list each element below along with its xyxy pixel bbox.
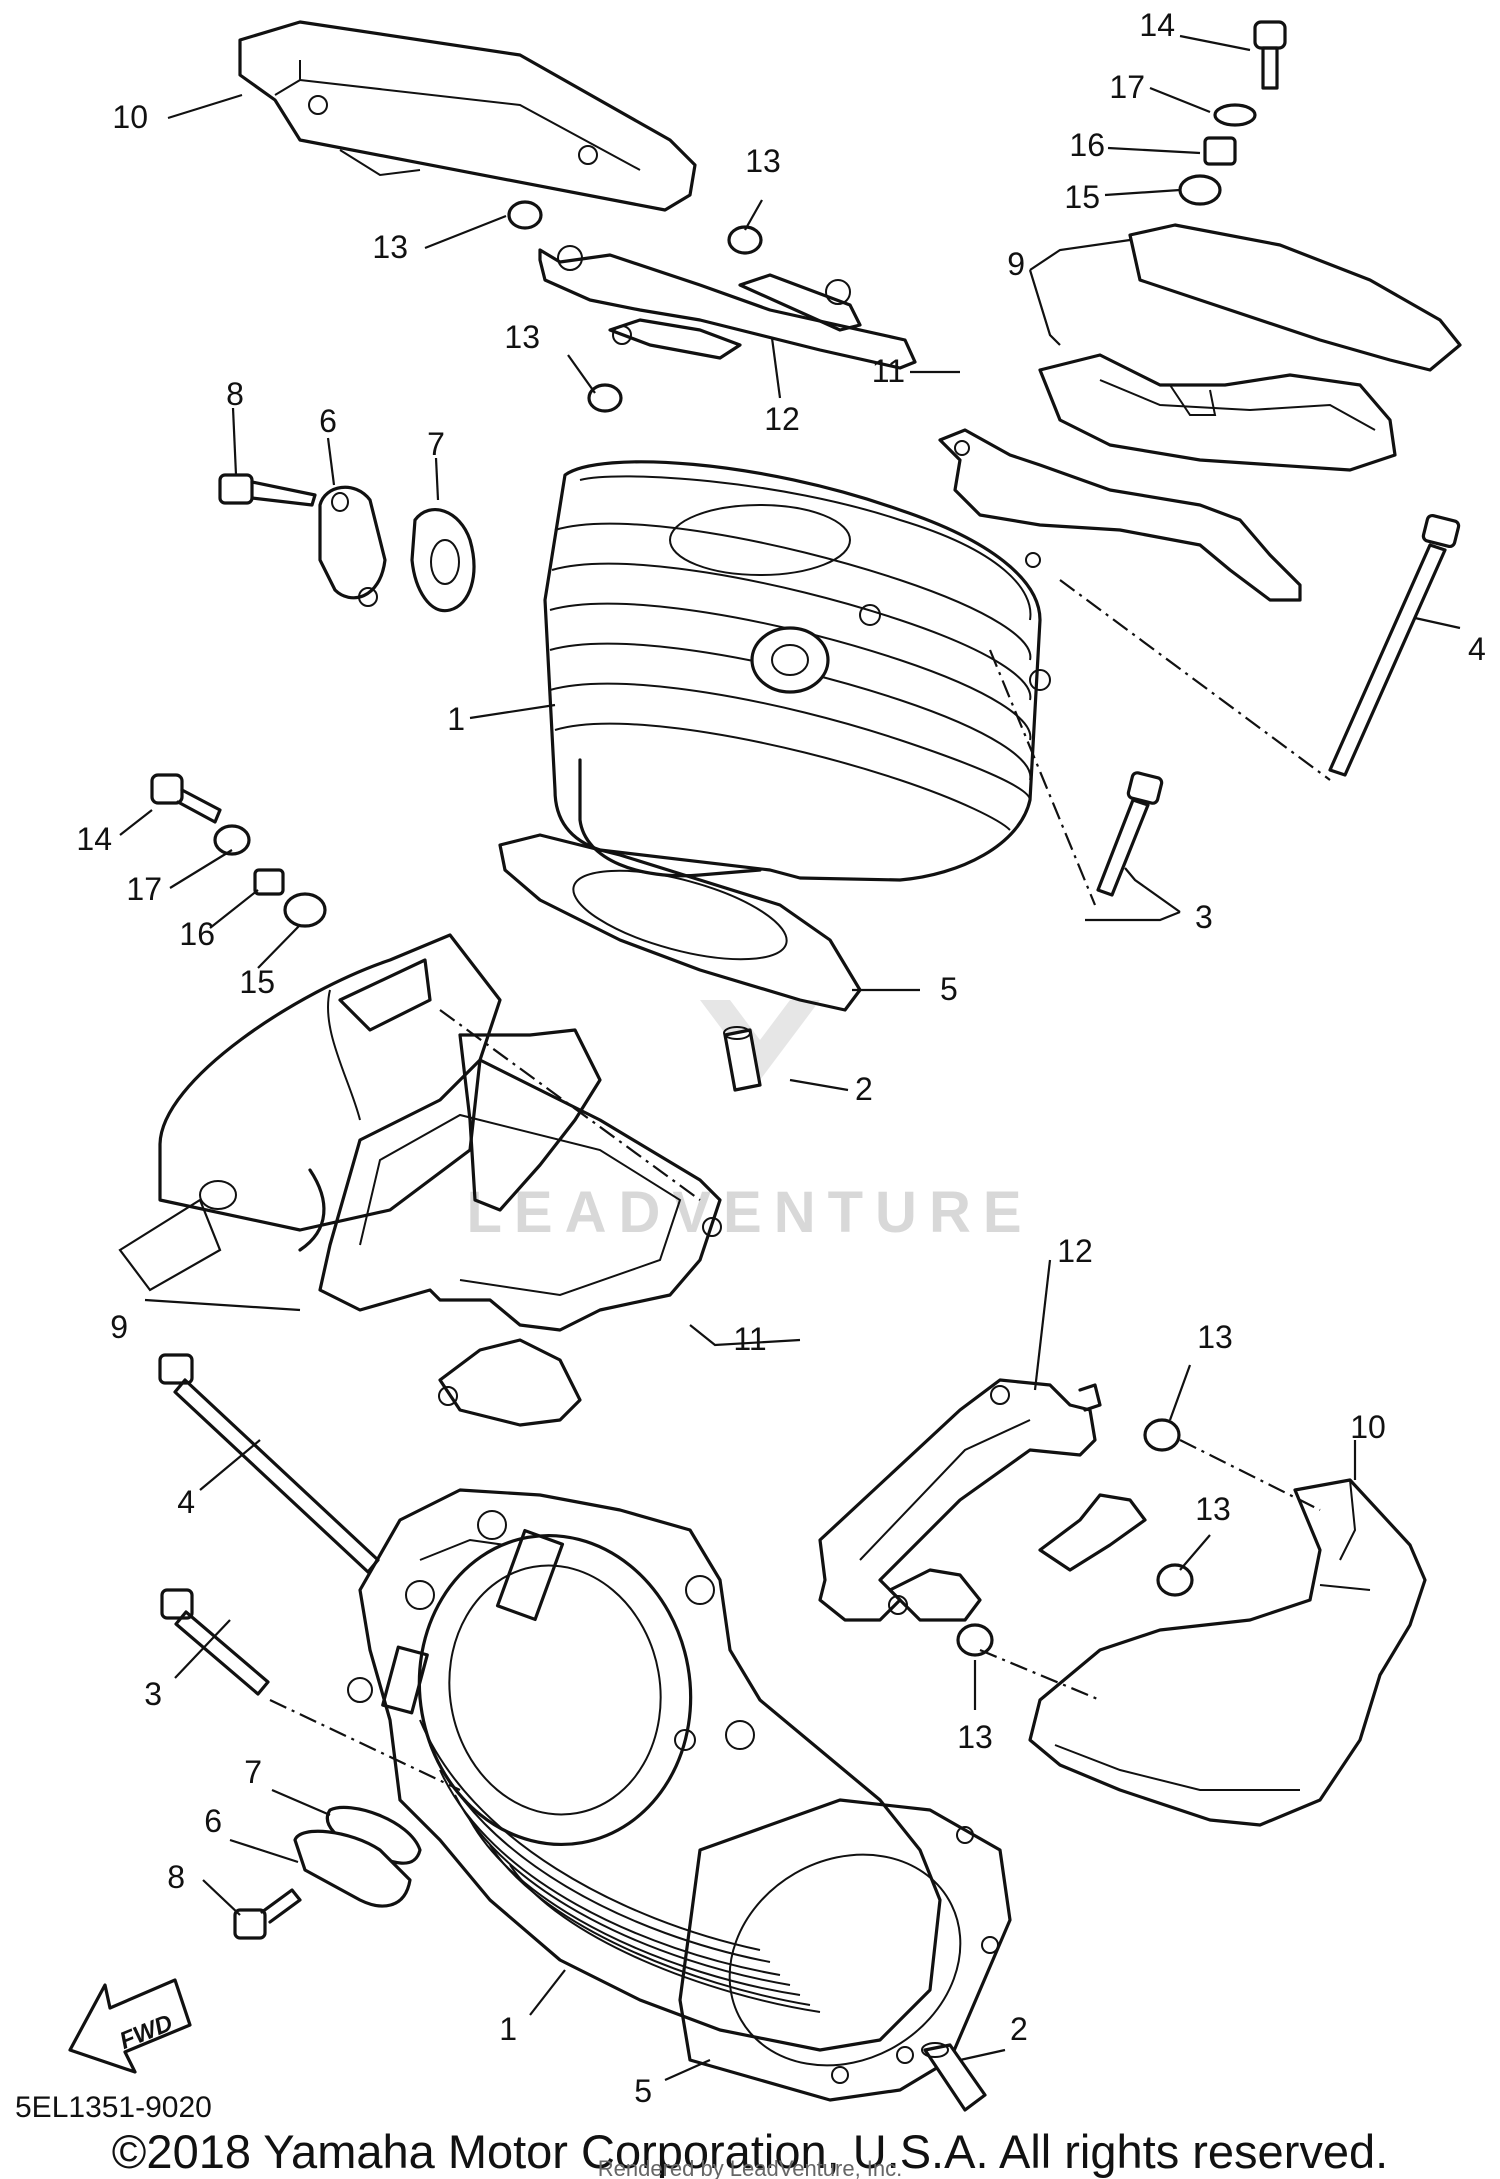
copyright-text: ©2018 Yamaha Motor Corporation, U.S.A. A…	[112, 2125, 1388, 2178]
part-10-upper-cover	[238, 20, 697, 212]
watermark-text: LEADVENTURE	[466, 1180, 1033, 1245]
callout-6-lower: 6	[204, 1803, 222, 1839]
callout-8-lower: 8	[167, 1859, 185, 1895]
callout-15-upper: 15	[1064, 179, 1100, 215]
callout-10-lower: 10	[1350, 1409, 1386, 1445]
part-12-lower-bracket	[818, 1378, 1147, 1622]
part-13-grommets-upper	[507, 200, 763, 413]
callout-15-middle: 15	[239, 964, 275, 1000]
callout-17-middle: 17	[126, 871, 162, 907]
part-10-lower-cover	[1028, 1478, 1427, 1827]
part-13-grommets-lower	[956, 1418, 1194, 1657]
rendered-by-text: Rendered by LeadVenture, Inc.	[598, 2156, 903, 2179]
callout-2-lower: 2	[1010, 2011, 1028, 2047]
callout-13-lower-c: 13	[957, 1719, 993, 1755]
part-4-upper-stud	[1328, 513, 1461, 777]
callout-9-upper: 9	[1007, 246, 1025, 282]
parts-8-6-7-upper	[218, 473, 476, 613]
callout-11-lower: 11	[733, 1321, 766, 1357]
fastener-stack-middle-left	[150, 773, 327, 928]
part-1-upper-cylinder	[543, 460, 1051, 882]
fastener-stack-top-right	[1178, 20, 1287, 206]
callout-13-upper-b: 13	[372, 229, 408, 265]
callout-3-lower: 3	[144, 1676, 162, 1712]
leader-lines	[118, 34, 1461, 2082]
part-9-lower-cover	[158, 933, 602, 1252]
callout-6-upper: 6	[319, 403, 337, 439]
part-5-upper-base-gasket	[498, 833, 862, 1012]
callout-labels: 10 13 13 13 12 14 17 16 15 9 11 8 6 7 4 …	[76, 7, 1485, 2109]
callout-12-upper: 12	[764, 401, 800, 437]
alignment-lines	[269, 579, 1331, 1791]
parts-7-6-8-lower	[233, 1805, 422, 1940]
part-12-upper-bracket	[538, 245, 917, 370]
part-11-upper-gasket	[938, 428, 1302, 602]
callout-8-upper: 8	[226, 376, 244, 412]
part-9-upper-cover	[1038, 223, 1462, 472]
callout-13-upper-a: 13	[745, 143, 781, 179]
callout-2-upper: 2	[855, 1071, 873, 1107]
callout-14-middle: 14	[76, 821, 112, 857]
fwd-label: FWD	[116, 2009, 177, 2055]
callout-7-upper: 7	[427, 426, 445, 462]
part-2-lower-dowel	[921, 2042, 987, 2112]
part-1-lower-cylinder	[347, 1488, 942, 2052]
callout-14-upper: 14	[1139, 7, 1175, 43]
callout-13-upper-c: 13	[504, 319, 540, 355]
callout-5-lower: 5	[634, 2073, 652, 2109]
callout-17-upper: 17	[1109, 69, 1145, 105]
callout-7-lower: 7	[244, 1754, 262, 1790]
callout-1-upper: 1	[447, 701, 465, 737]
callout-1-lower: 1	[499, 2011, 517, 2047]
callout-4-lower: 4	[177, 1484, 195, 1520]
part-3-lower-bolt	[160, 1588, 270, 1696]
callout-5-upper: 5	[940, 971, 958, 1007]
callout-16-middle: 16	[179, 916, 215, 952]
fwd-arrow-icon: FWD	[68, 1978, 192, 2074]
callout-10-upper: 10	[112, 99, 148, 135]
part-4-lower-stud	[158, 1353, 380, 1574]
callout-9-lower: 9	[110, 1309, 128, 1345]
diagram-code: 5EL1351-9020	[15, 2091, 212, 2124]
callout-3-upper: 3	[1195, 899, 1213, 935]
callout-13-lower-b: 13	[1195, 1491, 1231, 1527]
callout-16-upper: 16	[1069, 127, 1105, 163]
part-3-upper-bolt	[1096, 771, 1164, 897]
part-11-lower-gasket	[318, 1058, 722, 1427]
leadventure-watermark: LEADVENTURE	[466, 1000, 1033, 1245]
callout-4-upper: 4	[1468, 631, 1486, 667]
callout-12-lower: 12	[1057, 1233, 1093, 1269]
part-2-upper-dowel	[723, 1026, 762, 1092]
callout-11-upper: 11	[872, 353, 905, 389]
callout-13-lower-a: 13	[1197, 1319, 1233, 1355]
